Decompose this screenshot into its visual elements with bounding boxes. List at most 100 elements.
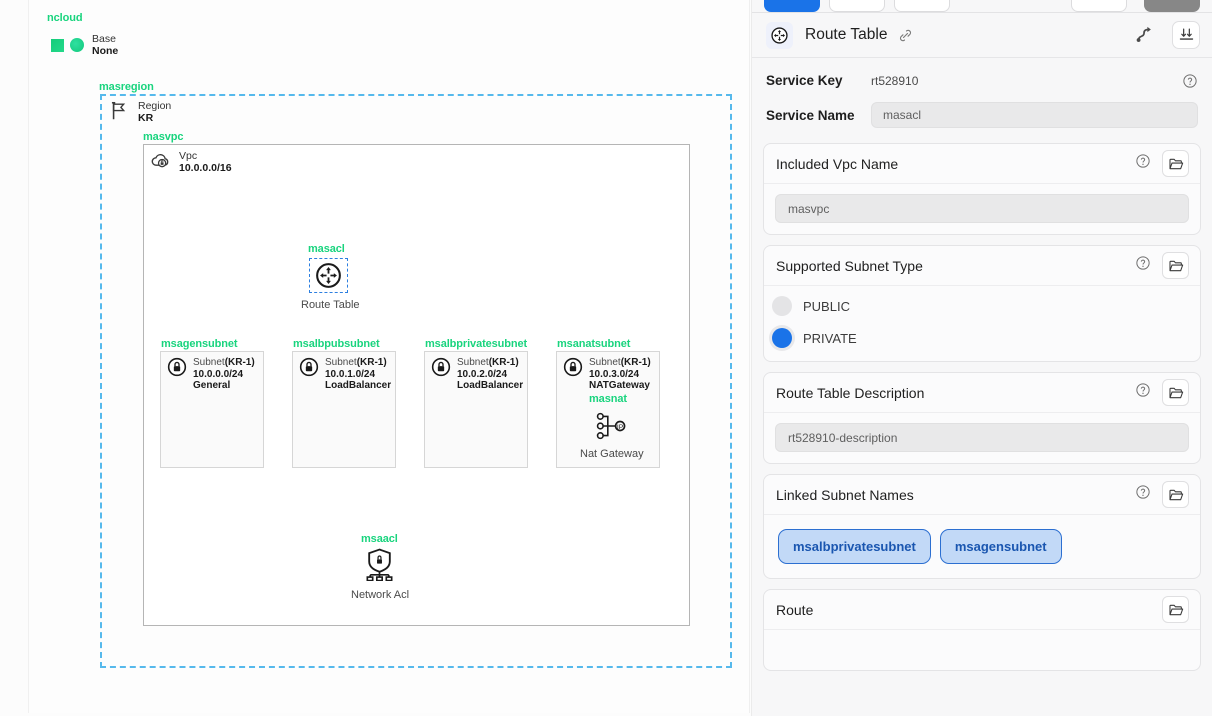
- group-label-msagensubnet: msagensubnet: [161, 338, 238, 350]
- toolbar-button-3[interactable]: [894, 0, 950, 12]
- nat-gateway-icon: IP: [596, 412, 626, 440]
- question-circle-icon: [1136, 485, 1150, 499]
- toolbar-primary-button[interactable]: [764, 0, 820, 12]
- folder-button[interactable]: [1162, 596, 1189, 623]
- question-circle-icon: [1136, 383, 1150, 397]
- region-group-boundary[interactable]: [100, 94, 732, 668]
- group-label-ncloud: ncloud: [47, 12, 83, 24]
- included-vpc-name-input[interactable]: masvpc: [775, 194, 1189, 223]
- subnet-cidr: 10.0.2.0/24: [457, 368, 508, 380]
- card-body: PUBLIC PRIVATE: [764, 286, 1200, 361]
- nat-gateway-caption: Nat Gateway: [580, 448, 644, 460]
- cloud-lock-icon: [151, 154, 169, 168]
- radio-indicator: [772, 296, 792, 316]
- help-icon[interactable]: [1182, 73, 1198, 89]
- subnet-cidr: 10.0.1.0/24: [325, 368, 376, 380]
- linked-subnet-chip[interactable]: msalbprivatesubnet: [778, 529, 931, 564]
- card-title: Route Table Description: [776, 384, 925, 401]
- card-body: masvpc: [764, 184, 1200, 234]
- vpc-node[interactable]: Vpc 10.0.0.0/16: [150, 150, 232, 174]
- toolbar-button-4[interactable]: [1071, 0, 1127, 12]
- subnet-zone: (KR-1): [356, 357, 387, 368]
- folder-button[interactable]: [1162, 150, 1189, 177]
- group-label-masregion: masregion: [99, 81, 154, 93]
- group-label-msaacl: msaacl: [361, 533, 398, 545]
- nat-gateway-node[interactable]: IP: [595, 410, 627, 447]
- vpc-value: 10.0.0.0/16: [179, 162, 232, 174]
- region-node[interactable]: Region KR: [109, 100, 171, 124]
- group-label-masnat: masnat: [589, 393, 627, 405]
- subnet-header-msalbpubsubnet: Subnet(KR-1) 10.0.1.0/24 LoadBalancer: [299, 357, 391, 392]
- lock-circle-icon: [563, 357, 583, 377]
- svg-text:IP: IP: [617, 424, 624, 431]
- radio-option-public[interactable]: PUBLIC: [772, 293, 1189, 319]
- folder-button[interactable]: [1162, 379, 1189, 406]
- folder-button[interactable]: [1162, 252, 1189, 279]
- folder-open-icon: [1168, 489, 1183, 500]
- card-route-table-description: Route Table Description: [763, 372, 1201, 464]
- folder-open-icon: [1168, 604, 1183, 615]
- subnet-usage: LoadBalancer: [325, 380, 392, 391]
- help-icon[interactable]: [1135, 255, 1151, 276]
- route-table-caption: Route Table: [301, 299, 360, 311]
- card-route: Route: [763, 589, 1201, 671]
- subnet-usage: NATGateway: [589, 380, 650, 391]
- panel-route-table-badge: [766, 21, 793, 49]
- group-label-msalbpubsubnet: msalbpubsubnet: [293, 338, 380, 350]
- folder-open-icon: [1168, 158, 1183, 169]
- network-acl-icon: [366, 548, 393, 582]
- card-body: rt528910-description: [764, 413, 1200, 463]
- card-header: Linked Subnet Names: [764, 475, 1200, 515]
- subnet-header-msanatsubnet: Subnet(KR-1) 10.0.3.0/24 NATGateway: [563, 357, 651, 392]
- network-acl-node[interactable]: [365, 548, 394, 586]
- subnet-zone: (KR-1): [620, 357, 651, 368]
- radio-option-private[interactable]: PRIVATE: [772, 325, 1189, 351]
- base-value: None: [92, 45, 119, 57]
- base-node-text: Base None: [92, 33, 118, 57]
- region-label: Region: [138, 100, 172, 112]
- route-table-description-input[interactable]: rt528910-description: [775, 423, 1189, 452]
- subnet-cidr: 10.0.3.0/24: [589, 368, 640, 380]
- service-key-value: rt528910: [871, 73, 919, 88]
- lock-circle-icon: [299, 357, 319, 377]
- route-table-icon: [771, 26, 788, 44]
- link-icon: [900, 29, 912, 41]
- network-acl-caption: Network Acl: [351, 589, 410, 601]
- diagram-canvas[interactable]: ncloud Base None masregion Regio: [28, 0, 750, 713]
- route-table-icon: [316, 263, 341, 288]
- help-icon[interactable]: [1135, 484, 1151, 505]
- card-linked-subnet-names: Linked Subnet Names: [763, 474, 1201, 579]
- route-table-node[interactable]: [314, 261, 343, 295]
- question-circle-icon: [1136, 154, 1150, 168]
- help-icon[interactable]: [1135, 153, 1151, 174]
- base-node[interactable]: Base None: [51, 33, 118, 57]
- folder-button[interactable]: [1162, 481, 1189, 508]
- help-icon[interactable]: [1135, 382, 1151, 403]
- card-title: Included Vpc Name: [776, 155, 899, 172]
- base-circle-icon: [70, 38, 84, 52]
- region-value: KR: [138, 112, 154, 124]
- radio-label: PRIVATE: [803, 330, 857, 346]
- link-icon[interactable]: [897, 27, 914, 44]
- base-label: Base: [92, 33, 116, 45]
- question-circle-icon: [1136, 256, 1150, 270]
- path-route-icon[interactable]: [1130, 20, 1160, 50]
- collapse-all-button[interactable]: [1172, 21, 1200, 49]
- linked-subnet-chip[interactable]: msagensubnet: [939, 529, 1062, 564]
- subnet-usage: General: [193, 380, 231, 391]
- route-table-selection-box[interactable]: [309, 258, 348, 293]
- top-toolbar: [752, 0, 1212, 13]
- group-label-masacl: masacl: [308, 243, 345, 255]
- linked-subnet-chip-list: msalbprivatesubnet msagensubnet: [775, 526, 1189, 566]
- subnet-type: Subnet: [193, 357, 225, 368]
- service-name-label: Service Name: [766, 107, 855, 123]
- panel-header: Route Table: [752, 13, 1212, 58]
- toolbar-button-2[interactable]: [829, 0, 885, 12]
- subnet-usage: LoadBalancer: [457, 380, 524, 391]
- service-name-input[interactable]: masacl: [871, 102, 1198, 128]
- group-label-masvpc: masvpc: [143, 131, 184, 143]
- diagram-canvas-wrapper[interactable]: ncloud Base None masregion Regio: [0, 0, 752, 716]
- toolbar-button-5[interactable]: [1144, 0, 1200, 12]
- card-header: Included Vpc Name: [764, 144, 1200, 184]
- subnet-header-msagensubnet: Subnet(KR-1) 10.0.0.0/24 General: [167, 357, 255, 392]
